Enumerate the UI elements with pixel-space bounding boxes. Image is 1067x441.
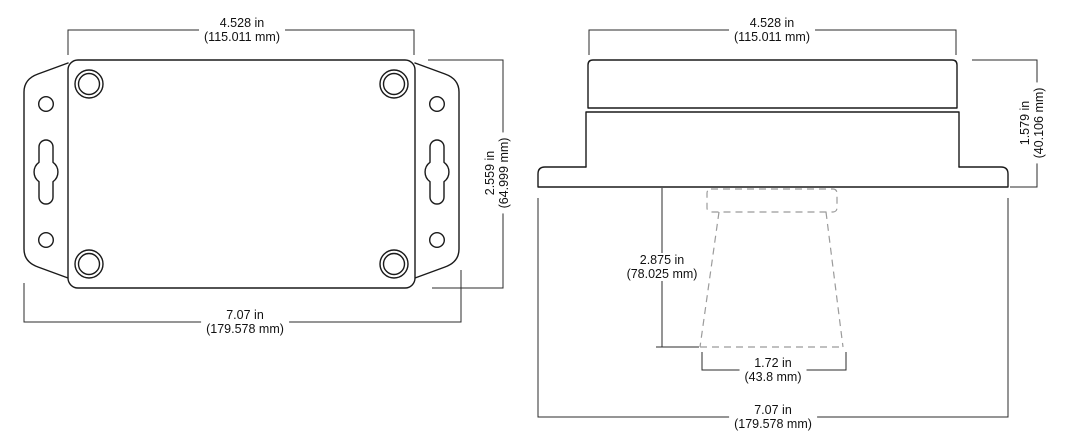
dimension-value-inches: 4.528 in [749, 16, 795, 30]
flange-hole-top-left [38, 95, 55, 112]
dimension-value-mm: (43.8 mm) [744, 370, 802, 384]
side-view-body-height-label: 1.579 in (40.106 mm) [1018, 82, 1046, 164]
corner-screw-hole-top-left [74, 69, 104, 99]
dimension-value-inches: 7.07 in [754, 403, 792, 417]
flange-hole-bottom-left [38, 231, 55, 248]
dimension-value-mm: (78.025 mm) [626, 267, 698, 281]
keyhole-slot-left [33, 139, 59, 205]
top-view-body-height-label: 2.559 in (64.999 mm) [483, 132, 511, 214]
dimension-value-inches: 2.559 in [483, 150, 497, 196]
flange-hole-bottom-right [429, 231, 446, 248]
dimension-value-mm: (179.578 mm) [734, 417, 812, 431]
dimension-value-mm: (64.999 mm) [497, 137, 511, 209]
dimension-value-mm: (179.578 mm) [206, 322, 284, 336]
dimension-value-inches: 2.875 in [639, 253, 685, 267]
dimension-value-mm: (40.106 mm) [1032, 87, 1046, 159]
corner-screw-hole-bottom-left [74, 249, 104, 279]
side-view-sensor-depth-label: 2.875 in (78.025 mm) [621, 253, 703, 281]
side-view-overall-width-dim-line [537, 198, 1009, 418]
top-view-body-width-label: 4.528 in (115.011 mm) [199, 16, 285, 44]
dimension-value-inches: 1.579 in [1018, 100, 1032, 146]
side-view-lower-body-outline [585, 111, 960, 168]
side-view-overall-width-label: 7.07 in (179.578 mm) [729, 403, 817, 431]
side-view-flange-outline [537, 166, 1009, 188]
dimension-value-inches: 7.07 in [226, 308, 264, 322]
dimension-value-mm: (115.011 mm) [734, 30, 810, 44]
flange-hole-top-right [429, 95, 446, 112]
dimension-value-mm: (115.011 mm) [204, 30, 280, 44]
dimension-value-inches: 4.528 in [219, 16, 265, 30]
keyhole-slot-right [424, 139, 450, 205]
side-view-sensor-width-label: 1.72 in (43.8 mm) [739, 356, 807, 384]
corner-screw-hole-top-right [379, 69, 409, 99]
corner-screw-hole-bottom-right [379, 249, 409, 279]
left-mounting-flange [23, 62, 69, 279]
enclosure-body-outline [67, 59, 416, 289]
side-view-body-width-label: 4.528 in (115.011 mm) [729, 16, 815, 44]
sensor-collar-dashed [706, 188, 838, 213]
right-mounting-flange [414, 62, 460, 279]
sensor-cone-dashed [699, 211, 844, 348]
side-view-lid-outline [587, 59, 958, 109]
dimension-value-inches: 1.72 in [754, 356, 792, 370]
top-view-overall-width-label: 7.07 in (179.578 mm) [201, 308, 289, 336]
